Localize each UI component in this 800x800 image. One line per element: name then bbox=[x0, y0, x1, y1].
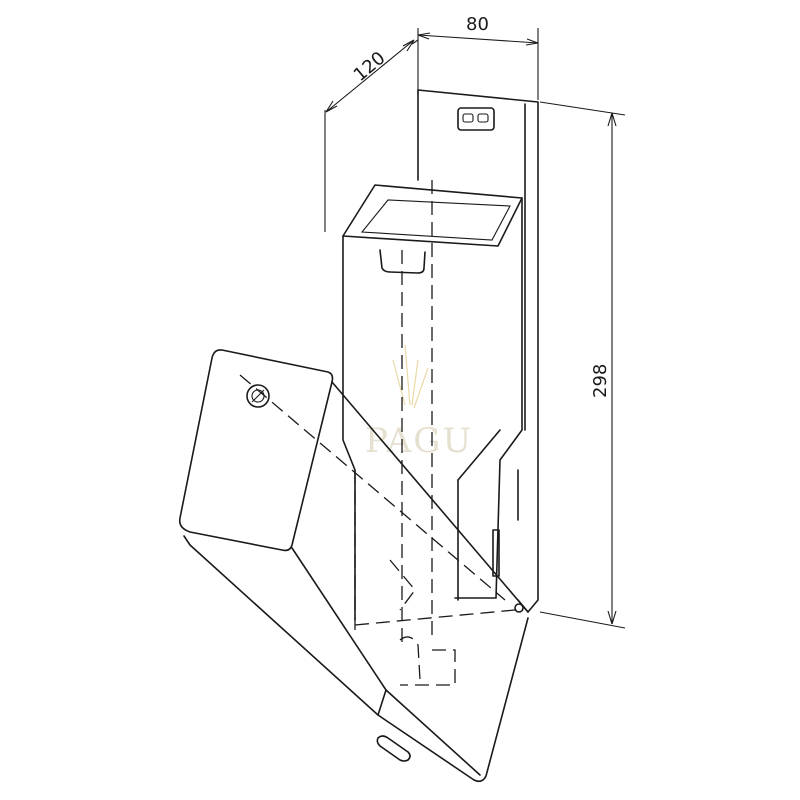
dispensing-slot bbox=[376, 735, 411, 762]
watermark-logo: PAGU bbox=[365, 344, 473, 461]
dimension-height-label: 298 bbox=[590, 364, 611, 398]
dimension-width-label: 80 bbox=[466, 14, 489, 35]
svg-text:PAGU: PAGU bbox=[365, 421, 473, 461]
key-lock-icon bbox=[246, 384, 270, 408]
dimension-depth: 120 bbox=[324, 39, 419, 232]
mounting-bracket bbox=[457, 107, 495, 131]
dimension-height: 298 bbox=[539, 101, 626, 629]
dimension-width: 80 bbox=[417, 14, 539, 100]
back-plate bbox=[417, 89, 539, 613]
hidden-lines bbox=[239, 180, 516, 686]
dimension-depth-label: 120 bbox=[350, 48, 390, 86]
front-cover bbox=[178, 349, 529, 783]
